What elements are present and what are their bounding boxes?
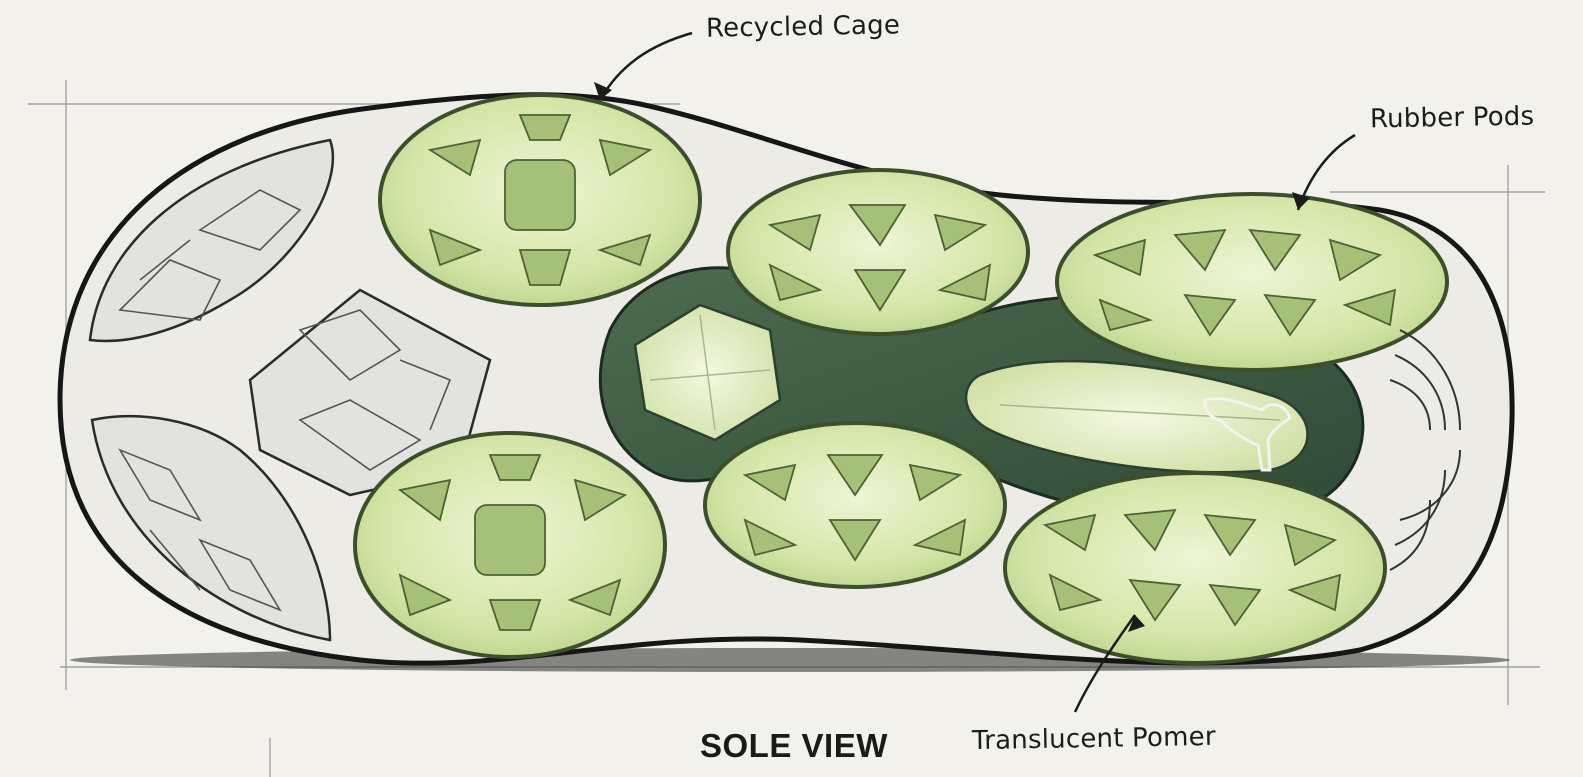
view-title: SOLE VIEW [700, 727, 888, 765]
pod-fore-top [1057, 194, 1447, 370]
pod-mid-bottom [705, 423, 1005, 587]
pod-fore-bottom [1005, 473, 1385, 663]
callout-recycled-cage: Recycled Cage [706, 10, 901, 43]
pod-mid-top [728, 170, 1028, 334]
callout-translucent-polymer: Translucent Pomer [972, 722, 1216, 756]
leader-recycled-cage [600, 33, 692, 100]
callout-rubber-pods: Rubber Pods [1370, 102, 1535, 135]
